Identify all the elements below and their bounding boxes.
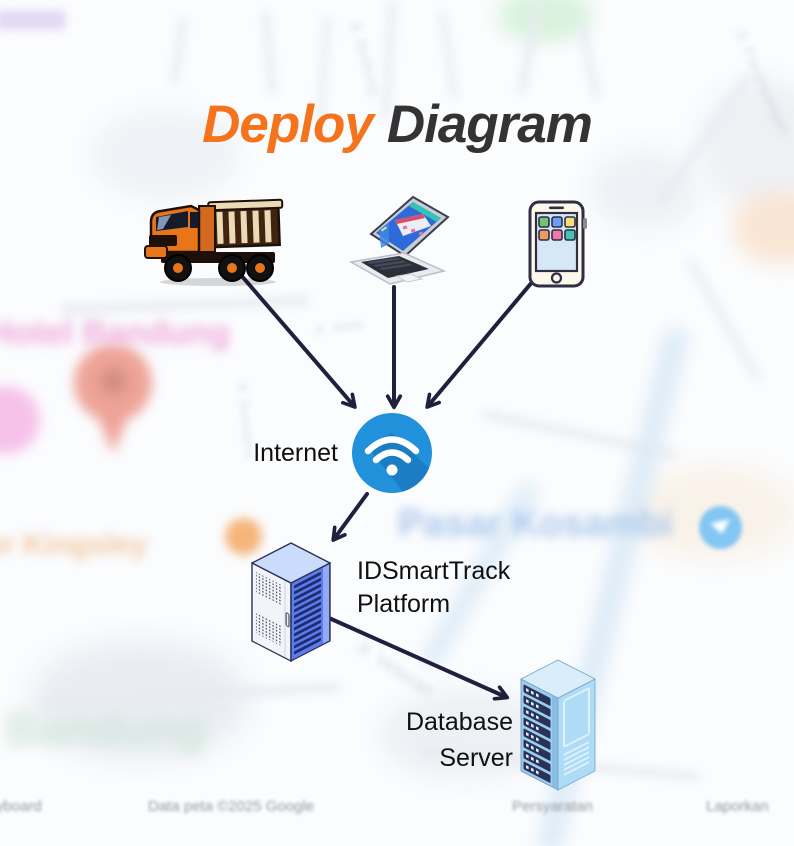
platform-label-line2: Platform (357, 590, 451, 618)
poi-label-pasar: Pasar Kosambi (398, 503, 673, 545)
truck-node (143, 192, 293, 292)
transit-badge-icon (0, 386, 40, 454)
map-road (438, 9, 459, 101)
twitter-bird-icon (699, 506, 742, 549)
attribution-report-link[interactable]: Laporkan (706, 798, 769, 815)
platform-label: IDSmartTrack Platform (357, 555, 510, 621)
map-road (170, 14, 188, 86)
title-accent: Deploy (202, 94, 374, 154)
platform-server-node (248, 540, 334, 671)
attribution-terms-link[interactable]: Persyaratan (512, 798, 593, 815)
street-label: Jl. Veteran (350, 636, 438, 703)
twitter-bird-glyph (710, 519, 730, 534)
attribution-copyright: Data peta ©2025 Google (148, 798, 315, 815)
database-label: Database Server (360, 704, 513, 776)
map-blob (498, 0, 593, 42)
internet-label: Internet (253, 439, 338, 467)
platform-label-line1: IDSmartTrack (357, 557, 511, 585)
map-road (59, 295, 311, 315)
wifi-icon (352, 413, 432, 493)
poi-label-bandung: Bandung (6, 703, 206, 755)
poi-dot-icon (225, 518, 262, 555)
database-server-node (518, 658, 598, 797)
map-road (685, 257, 763, 383)
map-blob (0, 10, 66, 30)
database-label-line2: Server (439, 744, 513, 772)
poi-label-kingsley: or Kingsley (0, 528, 148, 561)
map-pin-icon (74, 344, 154, 460)
server-rack-icon (251, 542, 331, 663)
poi-label-hotel: Hotel Bandung (0, 314, 230, 352)
database-server-icon (520, 659, 596, 791)
dump-truck-icon (144, 198, 284, 286)
map-pin-hole (100, 368, 127, 395)
internet-node (352, 413, 432, 498)
map-road (261, 9, 277, 96)
laptop-node (337, 192, 453, 293)
street-label: Jl. Jawa (312, 314, 365, 338)
database-label-line1: Database (405, 708, 513, 736)
attribution-keyboard: keyboard (0, 798, 42, 815)
smartphone-node (528, 200, 588, 293)
map-blob (700, 80, 794, 210)
map-blob (90, 110, 240, 200)
map-road (576, 20, 602, 100)
smartphone-icon (528, 200, 587, 288)
title-rest: Diagram (386, 94, 593, 154)
street-label: Jl. Belitung (345, 18, 384, 98)
laptop-icon (348, 195, 450, 285)
